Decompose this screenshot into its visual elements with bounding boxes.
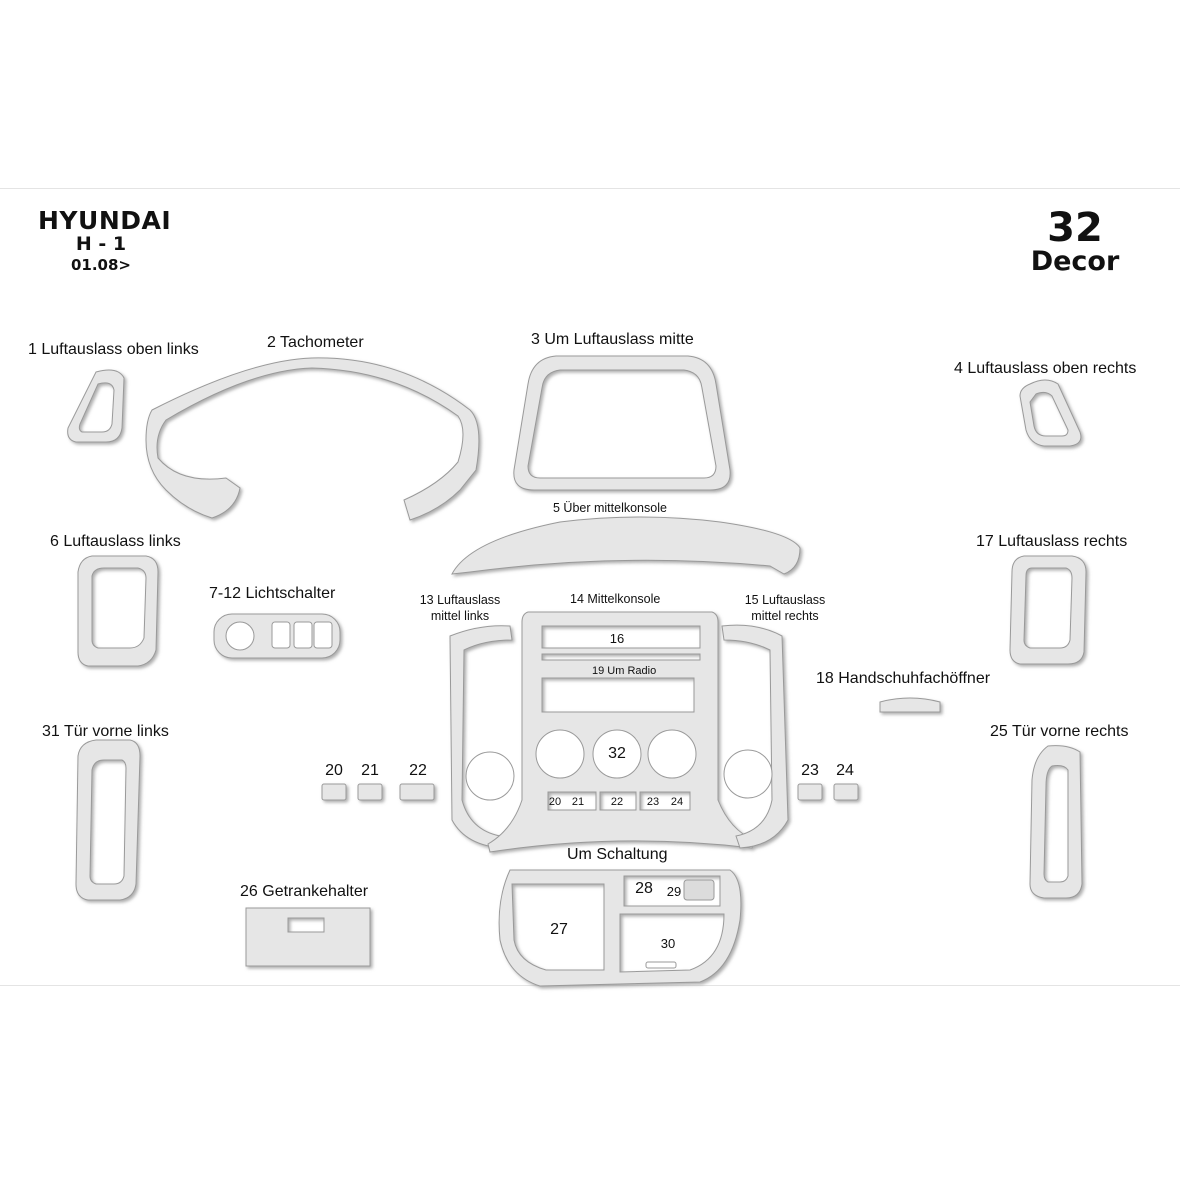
label-part-16: 16 <box>609 631 625 646</box>
part-13-vent-ring <box>465 751 515 801</box>
console-label-22: 22 <box>610 796 624 808</box>
part-21-small-insert <box>357 783 383 801</box>
label-part-4: 4 Luftauslass oben rechts <box>954 360 1137 377</box>
vehicle-brand: HYUNDAI H - 1 01.08> <box>38 206 172 274</box>
label-part-7-12: 7-12 Lichtschalter <box>209 585 336 602</box>
label-part-21: 21 <box>361 762 379 779</box>
label-part-31: 31 Tür vorne links <box>42 723 169 740</box>
part-3-center-vent-surround <box>513 355 731 491</box>
part-4-vent-top-right <box>1019 379 1082 447</box>
label-part-15-line1: 15 Luftauslass <box>744 593 826 607</box>
kit-count-number: 32 <box>1047 205 1103 251</box>
label-part-3: 3 Um Luftauslass mitte <box>531 331 694 348</box>
part-30-pad <box>645 961 677 969</box>
part-17-vent-right <box>1009 555 1087 665</box>
brand-since: 01.08> <box>70 256 131 274</box>
label-part-18: 18 Handschuhfachöffner <box>816 670 991 687</box>
part-7-12-knob <box>225 621 255 651</box>
kit-count-label: Decor <box>1030 246 1120 277</box>
part-7-12-switch-slot-2 <box>293 621 313 649</box>
part-18-glovebox-opener <box>879 697 941 713</box>
brand-model: H - 1 <box>75 233 127 255</box>
part-27-30-shifter-surround <box>498 869 742 987</box>
part-32-dial-center <box>592 729 642 779</box>
label-part-25: 25 Tür vorne rechts <box>990 723 1129 740</box>
part-20-small-insert <box>321 783 347 801</box>
label-part-13-line1: 13 Luftauslass <box>419 593 501 607</box>
part-26-cup-holder <box>245 907 371 967</box>
part-24-small-insert <box>833 783 859 801</box>
label-part-28: 28 <box>635 880 653 897</box>
part-32-dial-right <box>647 729 697 779</box>
diagram-frame <box>0 188 1180 986</box>
label-part-29: 29 <box>666 884 682 899</box>
label-part-13-line2: mittel links <box>430 609 490 623</box>
label-part-1: 1 Luftauslass oben links <box>28 341 199 358</box>
label-part-14: 14 Mittelkonsole <box>570 592 661 606</box>
part-7-12-switch-slot-1 <box>271 621 291 649</box>
part-6-vent-left <box>77 555 159 667</box>
label-part-19: 19 Um Radio <box>592 665 657 677</box>
brand-make: HYUNDAI <box>38 206 172 235</box>
label-part-5: 5 Über mittelkonsole <box>553 501 667 515</box>
console-label-20: 20 <box>548 796 562 808</box>
label-part-32: 32 <box>608 745 626 762</box>
label-part-15-line2: mittel rechts <box>751 609 819 623</box>
console-label-21: 21 <box>571 796 585 808</box>
label-part-30: 30 <box>660 936 676 951</box>
part-23-small-insert <box>797 783 823 801</box>
part-25-door-front-right <box>1029 745 1083 899</box>
label-part-23: 23 <box>801 762 819 779</box>
label-part-20: 20 <box>325 762 343 779</box>
label-part-17: 17 Luftauslass rechts <box>976 533 1128 550</box>
part-29-insert <box>683 879 715 901</box>
part-5-upper-console <box>451 516 801 575</box>
kit-count: 32 Decor <box>1020 208 1130 275</box>
part-32-dial-left <box>535 729 585 779</box>
label-part-24: 24 <box>836 762 854 779</box>
part-15-vent-center-right <box>721 624 789 849</box>
label-part-22: 22 <box>409 762 427 779</box>
label-part-6: 6 Luftauslass links <box>50 533 181 550</box>
part-22-small-insert <box>399 783 435 801</box>
label-part-2: 2 Tachometer <box>267 334 364 351</box>
part-1-vent-top-left <box>67 369 125 443</box>
part-15-vent-ring <box>723 749 773 799</box>
label-part-26: 26 Getrankehalter <box>240 883 369 900</box>
console-label-23: 23 <box>646 796 660 808</box>
console-label-24: 24 <box>670 796 684 808</box>
label-shifter: Um Schaltung <box>567 846 668 863</box>
part-13-vent-center-left <box>449 625 513 849</box>
part-31-door-front-left <box>75 739 141 901</box>
part-7-12-switch-slot-3 <box>313 621 333 649</box>
label-part-27: 27 <box>550 921 568 938</box>
part-2-tachometer <box>145 357 480 521</box>
